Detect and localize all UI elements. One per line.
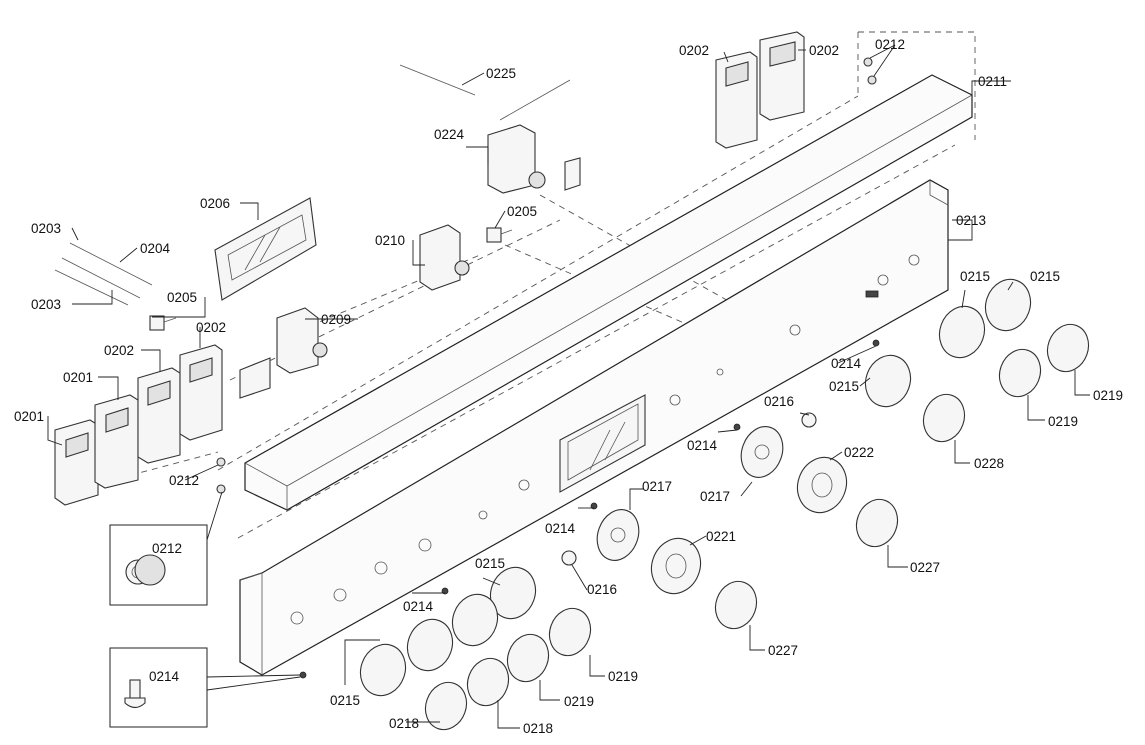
label-0214-d: 0214 (403, 599, 434, 614)
rods-0203-0204 (54, 242, 153, 306)
label-0202-a: 0202 (104, 343, 134, 358)
label-0212-b: 0212 (169, 473, 199, 488)
plate-0217-a (740, 426, 784, 478)
label-0215-c: 0215 (829, 379, 859, 394)
label-0217-b: 0217 (700, 489, 730, 504)
label-0216-b: 0216 (587, 582, 617, 597)
plate-0217-b (596, 509, 640, 561)
thermostat-0224 (487, 124, 581, 194)
label-0219-a: 0219 (1093, 388, 1123, 403)
selector-0209 (239, 307, 328, 399)
label-0217-a: 0217 (642, 479, 672, 494)
module-0202-top-a (715, 51, 758, 149)
rings-0215 (359, 278, 1032, 697)
label-0224: 0224 (434, 127, 465, 142)
label-0210: 0210 (375, 233, 405, 248)
selector-0210 (419, 224, 470, 291)
label-0213: 0213 (956, 213, 986, 228)
label-0212-c: 0212 (152, 541, 182, 556)
label-0215-b: 0215 (1030, 269, 1060, 284)
label-0214-c: 0214 (545, 521, 576, 536)
label-0218-a: 0218 (389, 716, 419, 731)
spacer-0216 (561, 412, 817, 566)
label-0214-a: 0214 (831, 356, 862, 371)
label-0214-b: 0214 (687, 438, 718, 453)
label-0204: 0204 (140, 241, 171, 256)
control-panel-0213 (239, 179, 949, 676)
label-0219-b: 0219 (1048, 414, 1078, 429)
module-0202-top-b (759, 31, 805, 121)
label-0215-a: 0215 (960, 269, 990, 284)
nut-0212-top (863, 57, 877, 85)
label-0202-b: 0202 (196, 320, 226, 335)
bezel-0222 (796, 456, 848, 514)
switch-0205-right (486, 227, 513, 243)
nut-0212-left (216, 457, 226, 494)
label-0203-b: 0203 (31, 297, 61, 312)
module-0202-a (137, 367, 181, 464)
switch-0205-left (149, 315, 177, 331)
label-0212-a: 0212 (875, 37, 905, 52)
bezel-0221 (650, 537, 702, 595)
label-0209: 0209 (321, 312, 351, 327)
part-labels: 0201 0201 0202 0202 0202 0202 0203 0203 … (14, 37, 1123, 736)
label-0218-b: 0218 (523, 721, 553, 736)
label-0227-a: 0227 (910, 560, 940, 575)
label-0227-b: 0227 (768, 643, 798, 658)
label-0201-a: 0201 (14, 409, 44, 424)
label-0215-e: 0215 (330, 693, 360, 708)
detail-inset-0212 (109, 491, 223, 606)
label-0219-d: 0219 (564, 694, 594, 709)
detail-inset-0214 (109, 647, 301, 728)
label-0222: 0222 (844, 445, 874, 460)
label-0211: 0211 (978, 74, 1007, 89)
label-0202-c: 0202 (679, 43, 709, 58)
label-0206: 0206 (200, 196, 230, 211)
label-0202-d: 0202 (809, 43, 839, 58)
label-0215-d: 0215 (475, 556, 505, 571)
module-0201-right (94, 394, 139, 489)
label-0205-b: 0205 (507, 204, 537, 219)
label-0203-a: 0203 (31, 221, 61, 236)
screws-0214 (299, 339, 880, 679)
module-0201-left (54, 419, 99, 506)
label-0216-a: 0216 (764, 394, 794, 409)
module-0202-b (179, 344, 223, 441)
label-0225: 0225 (486, 66, 516, 81)
label-0214-e: 0214 (149, 669, 180, 684)
label-0205-a: 0205 (167, 290, 197, 305)
label-0228: 0228 (974, 456, 1004, 471)
rail-0211 (244, 74, 973, 511)
label-0201-b: 0201 (63, 370, 93, 385)
display-board-0206 (214, 197, 317, 301)
label-0219-c: 0219 (608, 669, 638, 684)
capillary-0225 (399, 64, 571, 121)
leader-lines (47, 44, 1090, 729)
label-0221: 0221 (706, 529, 736, 544)
knobs (424, 323, 1090, 731)
